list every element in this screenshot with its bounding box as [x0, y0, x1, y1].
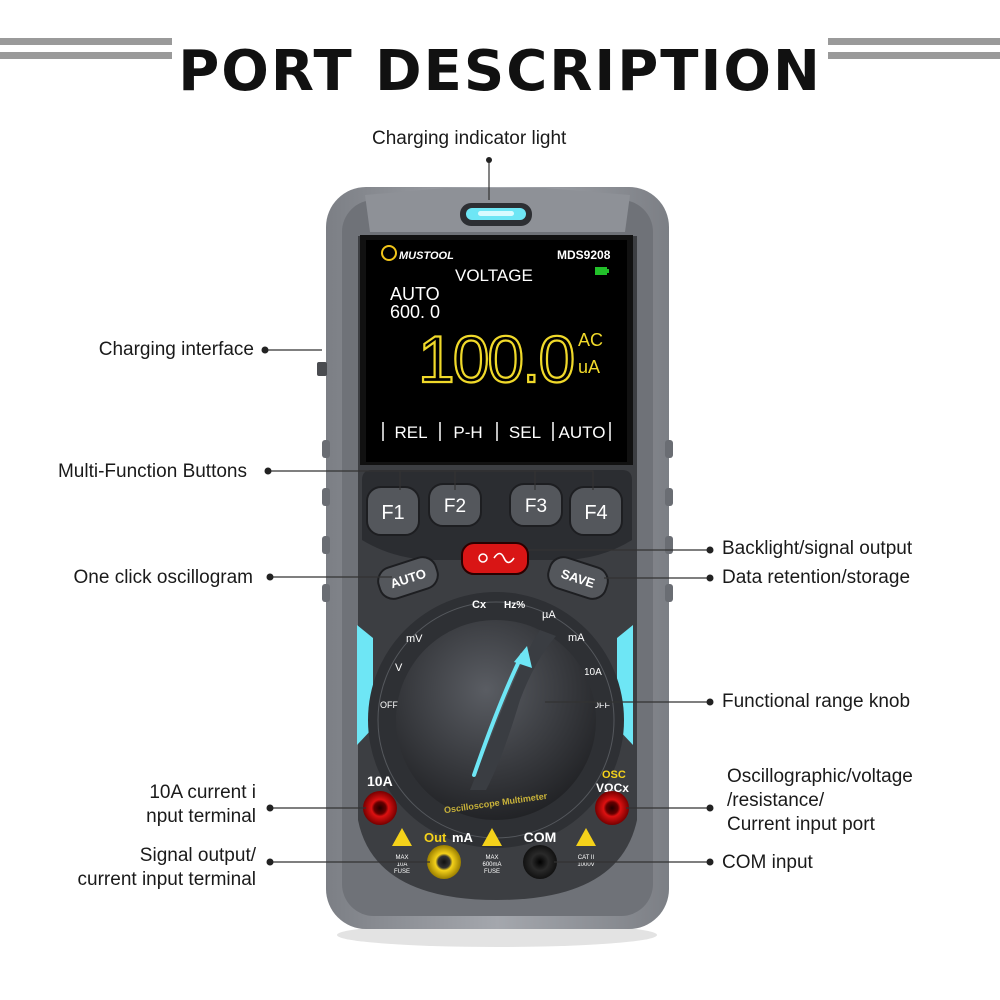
auto-button[interactable]: AUTO: [375, 554, 442, 603]
callout-knob: Functional range knob: [722, 691, 911, 712]
svg-text:F2: F2: [444, 496, 466, 517]
callout-one-click: One click oscillogram: [73, 567, 254, 588]
right-stripe-bottom: [828, 52, 1000, 59]
label-ma: mA: [452, 830, 474, 845]
dial-pos-ua: µA: [542, 609, 556, 621]
dial-pos-hz: Hz%: [504, 600, 525, 611]
label-out: Out: [424, 830, 447, 845]
svg-text:10A: 10A: [397, 862, 408, 868]
callout-dots: [261, 157, 714, 866]
callout-osc-line3: Current input port: [727, 814, 875, 835]
svg-text:CAT II: CAT II: [578, 855, 595, 861]
brand-logo-icon: [381, 245, 397, 261]
softkey-rel: REL: [394, 423, 427, 442]
label-10a: 10A: [367, 773, 393, 789]
svg-text:MAX: MAX: [395, 855, 408, 861]
jack-ma[interactable]: [427, 845, 461, 879]
wave-icon: [493, 552, 515, 564]
f3-button[interactable]: F3: [509, 483, 563, 527]
callout-osc-line2: /resistance/: [727, 790, 825, 811]
backlight-button[interactable]: [461, 542, 529, 575]
charging-port: [317, 362, 327, 376]
dial-pos-10a: 10A: [584, 667, 602, 678]
f1-button[interactable]: F1: [366, 486, 420, 536]
svg-text:F1: F1: [381, 502, 404, 524]
callout-backlight: Backlight/signal output: [722, 538, 913, 559]
svg-text:FUSE: FUSE: [394, 869, 410, 875]
left-stripe-bottom: [0, 52, 172, 59]
dial-pos-off-left: OFF: [380, 700, 398, 710]
svg-text:600mA: 600mA: [482, 862, 501, 868]
callout-charging-interface: Charging interface: [98, 339, 254, 360]
dial-pos-cx: Cx: [472, 599, 487, 611]
label-osc: OSC: [602, 769, 626, 781]
callout-data-retention: Data retention/storage: [722, 567, 911, 588]
title-bar: PORT DESCRIPTION: [0, 26, 1000, 104]
softkey-ph: P-H: [453, 423, 482, 442]
svg-text:FUSE: FUSE: [484, 869, 500, 875]
knob-arrow-icon: [514, 646, 532, 668]
f2-button[interactable]: F2: [428, 483, 482, 527]
save-button[interactable]: SAVE: [545, 554, 612, 603]
warning-icon-cat: [576, 828, 596, 846]
callout-signal-line2: current input terminal: [77, 869, 256, 890]
battery-icon: [595, 267, 607, 275]
svg-text:F4: F4: [584, 502, 607, 524]
screen-reading: 100.0: [418, 322, 573, 396]
brand-name: MUSTOOL: [399, 250, 454, 262]
callout-signal-line1: Signal output/: [139, 845, 256, 866]
warning-icon-ma: [482, 828, 502, 846]
dial-pos-off-right: OFF: [592, 700, 610, 710]
callout-osc-line1: Oscillographic/voltage: [727, 766, 913, 787]
screen-unit-top: AC: [578, 330, 603, 350]
f4-button[interactable]: F4: [569, 486, 623, 536]
right-stripe-top: [828, 38, 1000, 45]
softkey-auto: AUTO: [559, 423, 606, 442]
label-vohm: VΩCx: [596, 781, 629, 795]
callout-10a-line2: nput terminal: [146, 806, 256, 827]
knob-glow: [472, 653, 524, 777]
left-stripe-top: [0, 38, 172, 45]
svg-text:F3: F3: [525, 496, 547, 517]
dial-pos-mv: mV: [406, 633, 423, 645]
screen-range-mode: AUTO: [390, 284, 440, 304]
page-title: PORT DESCRIPTION: [178, 39, 822, 104]
callout-10a-line1: 10A current i: [149, 782, 256, 803]
jack-vohm[interactable]: [595, 791, 629, 825]
screen-range-value: 600. 0: [390, 302, 440, 322]
screen-unit-bottom: uA: [578, 357, 600, 377]
jack-10a[interactable]: [363, 791, 397, 825]
knob-pointer: [470, 630, 556, 790]
dial-pos-v: V: [395, 662, 403, 674]
model-name: MDS9208: [557, 248, 611, 262]
screen-mode: VOLTAGE: [455, 266, 533, 285]
callout-multi-function: Multi-Function Buttons: [57, 461, 247, 482]
sun-icon: [478, 553, 488, 563]
warning-icon-10a: [392, 828, 412, 846]
grip-bumps: [322, 440, 673, 602]
svg-text:MAX: MAX: [485, 855, 498, 861]
label-com: COM: [524, 829, 557, 845]
callout-charging-indicator: Charging indicator light: [372, 128, 567, 149]
softkey-sel: SEL: [509, 423, 541, 442]
jack-com[interactable]: [523, 845, 557, 879]
dial-pos-ma: mA: [568, 632, 585, 644]
svg-text:1000V: 1000V: [577, 862, 594, 868]
softkey-bar: [382, 422, 611, 441]
callout-com-input: COM input: [722, 852, 813, 873]
callout-lines: [268, 160, 708, 863]
